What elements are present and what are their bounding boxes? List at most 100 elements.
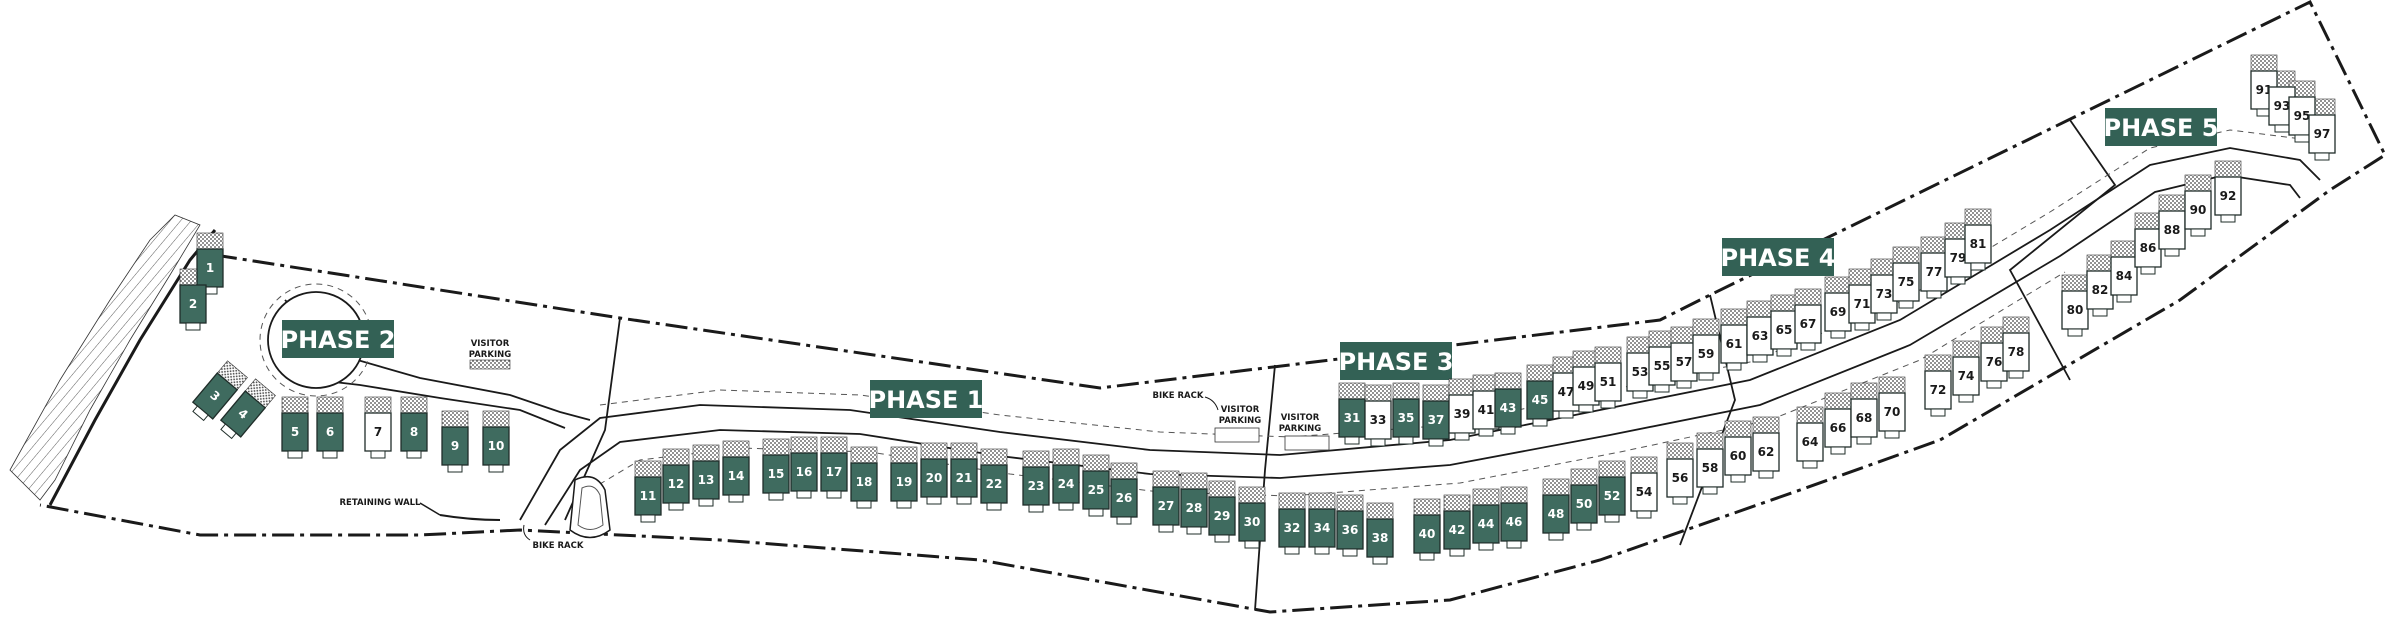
unit-46[interactable]: 46 xyxy=(1500,502,1528,549)
unit-footprint-62[interactable] xyxy=(1752,432,1780,472)
unit-footprint-40[interactable] xyxy=(1413,514,1441,554)
unit-footprint-25[interactable] xyxy=(1082,470,1110,510)
unit-footprint-50[interactable] xyxy=(1570,484,1598,524)
unit-footprint-46[interactable] xyxy=(1500,502,1528,542)
unit-footprint-64[interactable] xyxy=(1796,422,1824,462)
unit-footprint-35[interactable] xyxy=(1392,398,1420,438)
unit-69[interactable]: 69 xyxy=(1824,292,1852,339)
unit-51[interactable]: 51 xyxy=(1594,362,1622,409)
unit-35[interactable]: 35 xyxy=(1392,398,1420,445)
unit-footprint-38[interactable] xyxy=(1366,518,1394,558)
unit-48[interactable]: 48 xyxy=(1542,494,1570,541)
unit-11[interactable]: 11 xyxy=(634,476,662,523)
unit-32[interactable]: 32 xyxy=(1278,508,1306,555)
unit-3[interactable]: 3 xyxy=(188,372,239,424)
unit-9[interactable]: 9 xyxy=(441,426,469,473)
unit-36[interactable]: 36 xyxy=(1336,510,1364,557)
unit-20[interactable]: 20 xyxy=(920,458,948,505)
unit-42[interactable]: 42 xyxy=(1443,510,1471,557)
unit-footprint-80[interactable] xyxy=(2061,290,2089,330)
unit-footprint-8[interactable] xyxy=(400,412,428,452)
unit-92[interactable]: 92 xyxy=(2214,176,2242,223)
unit-2[interactable]: 2 xyxy=(179,284,207,331)
unit-footprint-54[interactable] xyxy=(1630,472,1658,512)
unit-10[interactable]: 10 xyxy=(482,426,510,473)
unit-66[interactable]: 66 xyxy=(1824,408,1852,455)
unit-footprint-27[interactable] xyxy=(1152,486,1180,526)
unit-footprint-16[interactable] xyxy=(790,452,818,492)
unit-footprint-18[interactable] xyxy=(850,462,878,502)
unit-footprint-69[interactable] xyxy=(1824,292,1852,332)
unit-footprint-33[interactable] xyxy=(1364,400,1392,440)
unit-14[interactable]: 14 xyxy=(722,456,750,503)
unit-54[interactable]: 54 xyxy=(1630,472,1658,519)
unit-footprint-78[interactable] xyxy=(2002,332,2030,372)
unit-31[interactable]: 31 xyxy=(1338,398,1366,445)
unit-24[interactable]: 24 xyxy=(1052,464,1080,511)
unit-footprint-1[interactable] xyxy=(196,248,224,288)
unit-84[interactable]: 84 xyxy=(2110,256,2138,303)
unit-footprint-12[interactable] xyxy=(662,464,690,504)
unit-footprint-60[interactable] xyxy=(1724,436,1752,476)
unit-footprint-9[interactable] xyxy=(441,426,469,466)
unit-4[interactable]: 4 xyxy=(216,390,267,442)
unit-6[interactable]: 6 xyxy=(316,412,344,459)
unit-34[interactable]: 34 xyxy=(1308,508,1336,555)
unit-45[interactable]: 45 xyxy=(1526,380,1554,427)
unit-12[interactable]: 12 xyxy=(662,464,690,511)
unit-7[interactable]: 7 xyxy=(364,412,392,459)
unit-footprint-48[interactable] xyxy=(1542,494,1570,534)
unit-27[interactable]: 27 xyxy=(1152,486,1180,533)
unit-footprint-7[interactable] xyxy=(364,412,392,452)
unit-footprint-34[interactable] xyxy=(1308,508,1336,548)
unit-footprint-26[interactable] xyxy=(1110,478,1138,518)
unit-97[interactable]: 97 xyxy=(2308,114,2336,161)
unit-78[interactable]: 78 xyxy=(2002,332,2030,379)
unit-80[interactable]: 80 xyxy=(2061,290,2089,337)
unit-19[interactable]: 19 xyxy=(890,462,918,509)
unit-33[interactable]: 33 xyxy=(1364,400,1392,447)
unit-70[interactable]: 70 xyxy=(1878,392,1906,439)
unit-58[interactable]: 58 xyxy=(1696,448,1724,495)
unit-footprint-5[interactable] xyxy=(281,412,309,452)
unit-8[interactable]: 8 xyxy=(400,412,428,459)
unit-67[interactable]: 67 xyxy=(1794,304,1822,351)
unit-13[interactable]: 13 xyxy=(692,460,720,507)
unit-88[interactable]: 88 xyxy=(2158,210,2186,257)
unit-81[interactable]: 81 xyxy=(1964,224,1992,271)
unit-52[interactable]: 52 xyxy=(1598,476,1626,523)
unit-footprint-32[interactable] xyxy=(1278,508,1306,548)
unit-footprint-17[interactable] xyxy=(820,452,848,492)
unit-18[interactable]: 18 xyxy=(850,462,878,509)
unit-17[interactable]: 17 xyxy=(820,452,848,499)
unit-footprint-77[interactable] xyxy=(1920,252,1948,292)
unit-footprint-92[interactable] xyxy=(2214,176,2242,216)
unit-40[interactable]: 40 xyxy=(1413,514,1441,561)
unit-61[interactable]: 61 xyxy=(1720,324,1748,371)
unit-footprint-81[interactable] xyxy=(1964,224,1992,264)
unit-footprint-84[interactable] xyxy=(2110,256,2138,296)
unit-footprint-10[interactable] xyxy=(482,426,510,466)
unit-29[interactable]: 29 xyxy=(1208,496,1236,543)
unit-footprint-14[interactable] xyxy=(722,456,750,496)
unit-82[interactable]: 82 xyxy=(2086,270,2114,317)
unit-21[interactable]: 21 xyxy=(950,458,978,505)
unit-footprint-58[interactable] xyxy=(1696,448,1724,488)
unit-footprint-75[interactable] xyxy=(1892,262,1920,302)
unit-68[interactable]: 68 xyxy=(1850,398,1878,445)
unit-25[interactable]: 25 xyxy=(1082,470,1110,517)
unit-75[interactable]: 75 xyxy=(1892,262,1920,309)
unit-23[interactable]: 23 xyxy=(1022,466,1050,513)
unit-43[interactable]: 43 xyxy=(1494,388,1522,435)
unit-footprint-68[interactable] xyxy=(1850,398,1878,438)
unit-28[interactable]: 28 xyxy=(1180,488,1208,535)
unit-37[interactable]: 37 xyxy=(1422,400,1450,447)
unit-59[interactable]: 59 xyxy=(1692,334,1720,381)
unit-footprint-86[interactable] xyxy=(2134,228,2162,268)
unit-footprint-24[interactable] xyxy=(1052,464,1080,504)
unit-77[interactable]: 77 xyxy=(1920,252,1948,299)
unit-39[interactable]: 39 xyxy=(1448,394,1476,441)
unit-90[interactable]: 90 xyxy=(2184,190,2212,237)
unit-38[interactable]: 38 xyxy=(1366,518,1394,565)
unit-74[interactable]: 74 xyxy=(1952,356,1980,403)
